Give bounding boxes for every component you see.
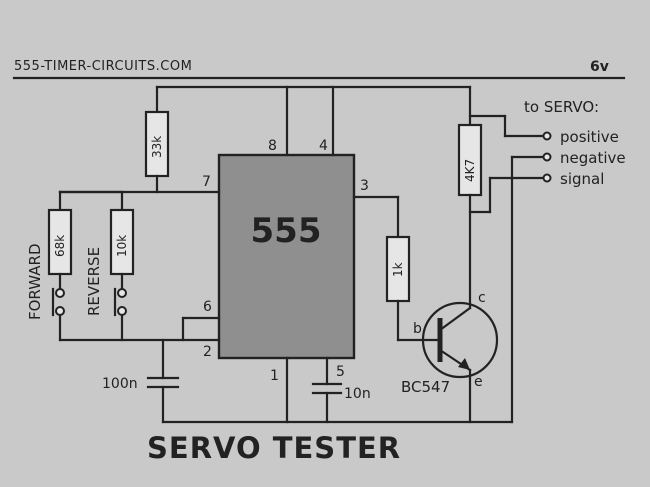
forward-switch-contact-bottom xyxy=(55,306,65,316)
resistor-10k-label: 10k xyxy=(115,235,129,257)
pin7-label: 7 xyxy=(202,174,211,190)
reverse-label: REVERSE xyxy=(85,247,103,316)
servo-signal-label: signal xyxy=(560,170,604,188)
forward-switch-contact-top xyxy=(55,288,65,298)
pin5-label: 5 xyxy=(336,364,345,380)
diagram-title: SERVO TESTER xyxy=(147,431,401,465)
transistor-emitter-label: e xyxy=(474,374,483,390)
resistor-1k-label: 1k xyxy=(391,262,405,277)
reverse-switch-contact-top xyxy=(117,288,127,298)
ic-555-body xyxy=(217,153,356,360)
transistor-emitter-arrow xyxy=(458,358,470,370)
transistor-label: BC547 xyxy=(401,378,450,396)
site-label: 555-TIMER-CIRCUITS.COM xyxy=(14,59,192,74)
signal-terminal xyxy=(542,173,552,183)
pin2-label: 2 xyxy=(203,344,212,360)
transistor-collector-label: c xyxy=(478,290,486,306)
reverse-switch-contact-bottom xyxy=(117,306,127,316)
transistor-base-label: b xyxy=(413,321,422,337)
ic-555-label: 555 xyxy=(251,211,322,251)
servo-negative-label: negative xyxy=(560,149,626,167)
pin1-label: 1 xyxy=(270,368,279,384)
transistor-collector-lead xyxy=(438,306,472,332)
pin6-label: 6 xyxy=(203,299,212,315)
pin4-label: 4 xyxy=(319,138,328,154)
resistor-68k-label: 68k xyxy=(53,235,67,257)
capacitor-100n-label: 100n xyxy=(102,376,138,392)
pin3-label: 3 xyxy=(360,178,369,194)
positive-terminal xyxy=(542,131,552,141)
transistor-bc547-body xyxy=(421,301,499,379)
servo-positive-label: positive xyxy=(560,128,619,146)
servo-heading: to SERVO: xyxy=(524,98,599,116)
resistor-4k7-label: 4K7 xyxy=(463,159,477,182)
capacitor-10n-label: 10n xyxy=(344,386,371,402)
pin8-label: 8 xyxy=(268,138,277,154)
resistor-33k-label: 33k xyxy=(150,136,164,158)
supply-voltage-label: 6v xyxy=(590,59,609,75)
negative-terminal xyxy=(542,152,552,162)
forward-label: FORWARD xyxy=(26,244,44,321)
